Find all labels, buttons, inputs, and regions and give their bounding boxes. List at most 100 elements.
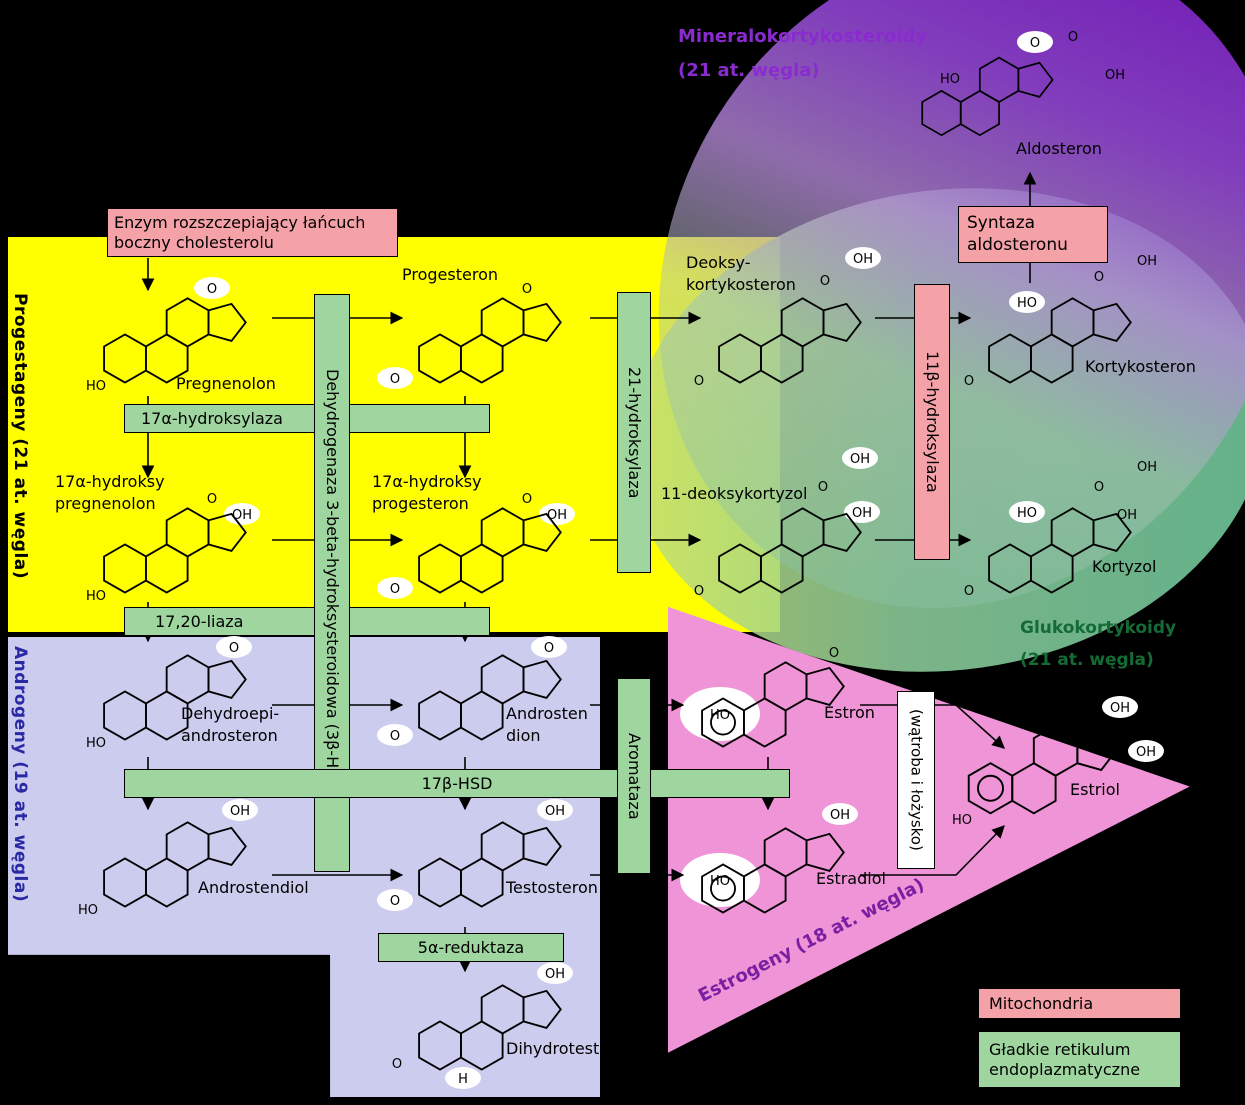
svg-text:HO: HO: [710, 874, 730, 889]
svg-text:O: O: [694, 584, 704, 599]
molecule-structure-pregnenolon: O HO: [86, 277, 247, 394]
svg-text:H: H: [458, 1072, 468, 1087]
legend-smooth-er: Gładkie retikulum endoplazmatyczne: [978, 1031, 1181, 1088]
molecule-label-androstendion: Androsten dion: [506, 704, 588, 745]
svg-text:OH: OH: [232, 508, 252, 523]
enzyme-cholesterol-scc-box: Enzym rozszczepiający łańcuch boczny cho…: [107, 208, 398, 257]
molecule-label-dehydroepiandrosteron: Dehydroepi- androsteron: [181, 704, 280, 745]
svg-text:OH: OH: [547, 508, 567, 523]
enzyme-17b-hsd-box: 17β-HSD: [124, 769, 790, 798]
molecule-label-dihydrotestosteron: Dihydrotestosteron: [506, 1039, 660, 1058]
molecule-structure-hydroksypregnenolon: O OH HO: [86, 492, 260, 604]
svg-text:O: O: [1030, 36, 1040, 51]
svg-text:O: O: [544, 641, 554, 656]
svg-text:O: O: [829, 646, 839, 661]
svg-text:OH: OH: [545, 967, 565, 982]
svg-text:HO: HO: [86, 379, 106, 394]
svg-text:O: O: [522, 492, 532, 507]
enzyme-5a-reductase-box: 5α-reduktaza: [378, 933, 564, 962]
svg-text:HO: HO: [710, 708, 730, 723]
svg-text:O: O: [1094, 270, 1104, 285]
svg-text:HO: HO: [952, 813, 972, 828]
molecule-label-kortyzol: Kortyzol: [1092, 557, 1157, 576]
svg-text:O: O: [818, 480, 828, 495]
molecule-structure-kortykosteron: HO O OH O: [964, 254, 1157, 389]
svg-text:OH: OH: [1117, 508, 1137, 523]
molecule-label-deoksykortykosteron: Deoksy- kortykosteron: [686, 253, 796, 294]
svg-text:HO: HO: [1017, 296, 1037, 311]
molecule-structure-deoksykortyzol: OH O OH O: [694, 447, 880, 599]
molecule-structure-kortyzol: HO O OH OH O: [964, 460, 1157, 599]
svg-text:OH: OH: [1137, 460, 1157, 475]
molecule-label-estriol: Estriol: [1070, 780, 1120, 799]
region-sublabel-mineralocorticoids: (21 at. węgla): [678, 60, 820, 81]
svg-text:O: O: [207, 492, 217, 507]
region-label-progestagens: Progestageny (21 at. węgla): [10, 293, 30, 580]
svg-text:O: O: [390, 582, 400, 597]
molecule-structure-estron: O HO: [680, 646, 845, 748]
molecule-structure-aldosteron: HO O O OH: [921, 30, 1125, 137]
molecule-label-11-deoksykortyzol: 11-deoksykortyzol: [661, 484, 808, 503]
molecule-structure-estradiol: OH HO: [680, 803, 858, 914]
molecule-structure-estriol: OH OH HO: [952, 696, 1164, 828]
svg-text:OH: OH: [230, 804, 250, 819]
molecule-label-aldosteron: Aldosteron: [1016, 139, 1102, 158]
enzyme-17-20-lyase-box: 17,20-liaza: [124, 607, 490, 636]
svg-text:HO: HO: [86, 589, 106, 604]
svg-text:O: O: [390, 729, 400, 744]
svg-text:O: O: [392, 1057, 402, 1072]
svg-text:O: O: [964, 374, 974, 389]
molecule-label-17a-hydroksypregnenolon: 17α-hydroksy pregnenolon: [55, 472, 165, 513]
svg-text:OH: OH: [1110, 701, 1130, 716]
molecule-structure-dehydroepiandrosteron: O HO: [86, 636, 252, 751]
enzyme-17a-hydroxylase-box: 17α-hydroksylaza: [124, 404, 490, 433]
pathway-arrow: [860, 704, 1005, 749]
molecule-label-progesteron: Progesteron: [402, 265, 498, 284]
svg-text:OH: OH: [830, 808, 850, 823]
svg-text:O: O: [229, 641, 239, 656]
molecule-label-androstendiol: Androstendiol: [198, 878, 309, 897]
legend-mitochondria: Mitochondria: [978, 988, 1181, 1019]
molecule-label-17a-hydroksyprogesteron: 17α-hydroksy progesteron: [372, 472, 482, 513]
molecule-structure-testosteron: OH O: [377, 799, 573, 911]
svg-text:HO: HO: [940, 72, 960, 87]
region-label-glucocorticoids: Glukokortykoidy: [1020, 618, 1177, 638]
enzyme-aldosterone-synthase-box: Syntaza aldosteronu: [958, 206, 1108, 263]
svg-text:OH: OH: [1137, 254, 1157, 269]
region-label-androgens: Androgeny (19 at. węgla): [10, 646, 30, 903]
svg-text:OH: OH: [852, 506, 872, 521]
molecule-structure-deoksykortykosteron: OH O O: [694, 247, 881, 389]
svg-text:OH: OH: [850, 452, 870, 467]
svg-text:O: O: [522, 282, 532, 297]
region-sublabel-glucocorticoids: (21 at. węgla): [1020, 650, 1154, 670]
svg-text:HO: HO: [1017, 506, 1037, 521]
molecule-label-kortykosteron: Kortykosteron: [1085, 357, 1196, 376]
svg-text:O: O: [390, 894, 400, 909]
molecule-label-testosteron: Testosteron: [506, 878, 598, 897]
molecule-structure-progesteron: OO: [377, 282, 562, 389]
enzyme-11b-hydroxylase-box: 11β-hydroksylaza: [914, 284, 950, 560]
svg-text:O: O: [1094, 480, 1104, 495]
molecule-label-estradiol: Estradiol: [816, 869, 886, 888]
svg-text:O: O: [964, 584, 974, 599]
molecule-structure-androstendiol: OH HO: [78, 799, 258, 918]
svg-text:HO: HO: [86, 736, 106, 751]
molecule-structure-androstendion: OO: [377, 636, 567, 746]
svg-text:OH: OH: [545, 804, 565, 819]
svg-text:O: O: [1068, 30, 1078, 45]
svg-text:O: O: [207, 282, 217, 297]
enzyme-21-hydroxylase-box: 21-hydroksylaza: [617, 292, 651, 573]
svg-text:HO: HO: [78, 903, 98, 918]
pathway-arrow: [860, 825, 1005, 876]
svg-text:O: O: [694, 374, 704, 389]
svg-text:O: O: [820, 274, 830, 289]
svg-text:OH: OH: [1105, 68, 1125, 83]
liver-placenta-note-box: (wątroba i łożysko): [897, 691, 935, 869]
enzyme-aromatase-box: Aromataza: [617, 678, 651, 874]
svg-text:O: O: [390, 372, 400, 387]
svg-text:OH: OH: [1136, 745, 1156, 760]
svg-text:OH: OH: [853, 252, 873, 267]
